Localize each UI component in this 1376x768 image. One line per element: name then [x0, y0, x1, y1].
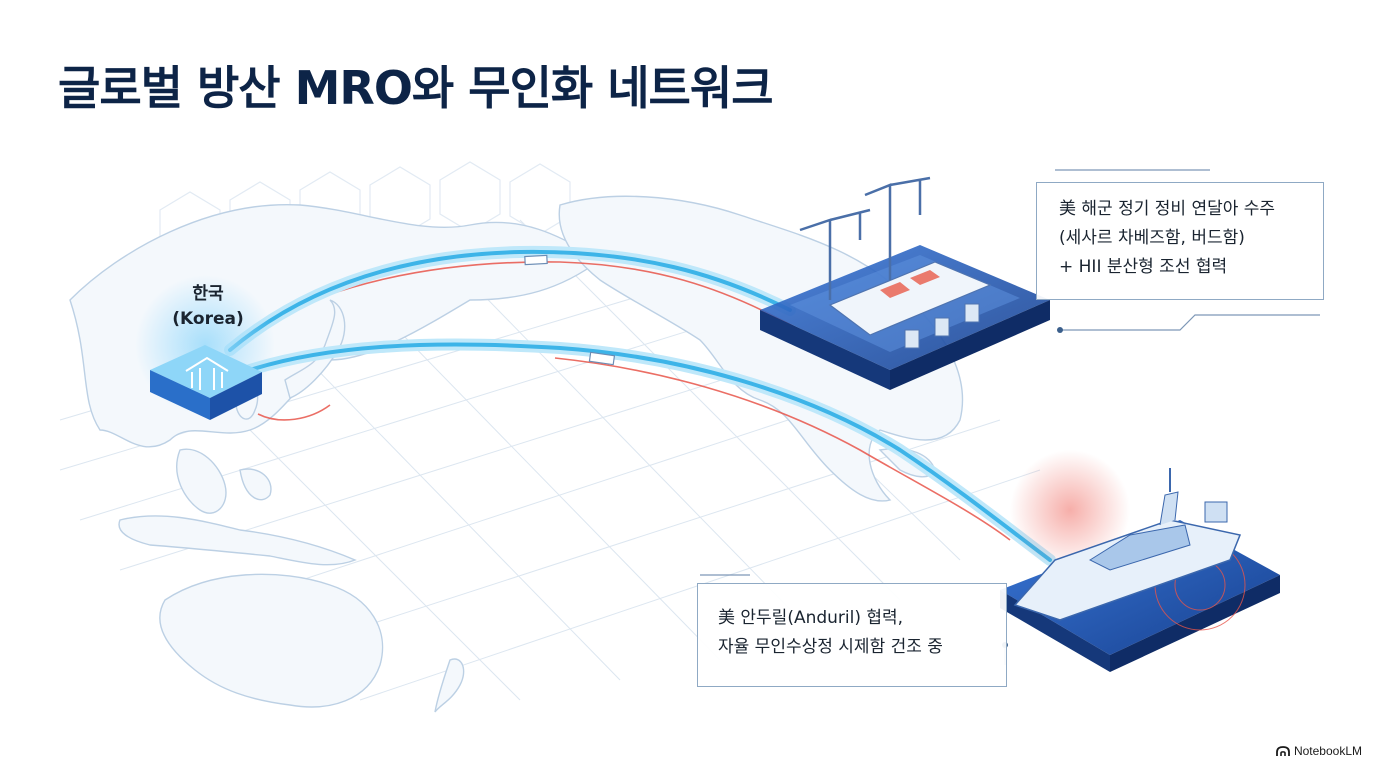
arc-connectors — [524, 254, 616, 366]
korea-label: 한국 (Korea) — [152, 282, 264, 332]
leader-dot — [1057, 327, 1063, 333]
page-title: 글로벌 방산 MRO와 무인화 네트워크 — [58, 61, 774, 115]
notebooklm-logo-icon — [1276, 745, 1290, 756]
new-zealand — [434, 658, 465, 713]
crane-icon — [799, 176, 931, 300]
usv-platform — [1000, 450, 1280, 672]
indonesia — [118, 515, 357, 566]
australia — [159, 573, 384, 708]
callout-navy-line-3: + HII 분산형 조선 협력 — [1059, 257, 1228, 277]
southeast-asia — [176, 448, 272, 514]
building-icon — [185, 356, 229, 390]
callout-navy-line-2: (세사르 차베즈함, 버드함) — [1059, 228, 1245, 248]
shipyard-platform — [760, 176, 1050, 390]
korea-label-ko: 한국 — [192, 284, 224, 304]
notebooklm-watermark: NotebookLM — [1276, 744, 1362, 758]
callout-navy-mro: 美 해군 정기 정비 연달아 수주 (세사르 차베즈함, 버드함) + HII … — [1036, 182, 1324, 300]
callout-anduril-line-2: 자율 무인수상정 시제함 건조 중 — [718, 637, 943, 657]
connection-arcs — [224, 245, 1056, 566]
korea-label-en: (Korea) — [172, 309, 244, 329]
callout-anduril-line-1: 美 안두릴(Anduril) 협력, — [718, 608, 904, 628]
korea-node — [135, 275, 275, 420]
callout-navy-line-1: 美 해군 정기 정비 연달아 수주 — [1059, 199, 1276, 219]
callout-anduril: 美 안두릴(Anduril) 협력, 자율 무인수상정 시제함 건조 중 — [697, 583, 1007, 687]
brand-name: NotebookLM — [1293, 744, 1362, 758]
ship-hull — [828, 261, 992, 336]
